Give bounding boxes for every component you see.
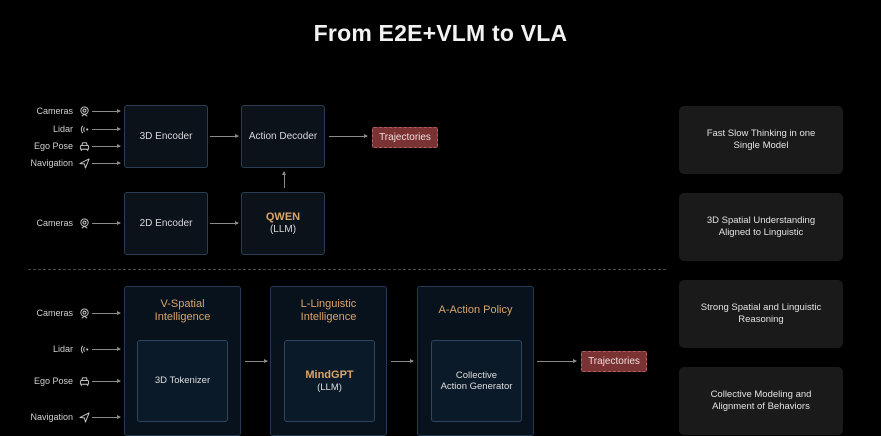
llm-sub: (LLM)	[269, 224, 297, 236]
input-cameras-2d: Cameras	[0, 217, 90, 229]
llm-name: QWEN	[265, 210, 301, 223]
feature-card: Strong Spatial and Linguistic Reasoning	[679, 280, 843, 348]
arrow	[92, 311, 121, 315]
input-label: Lidar	[52, 344, 73, 354]
arrow-up	[282, 171, 286, 188]
camera-icon	[78, 307, 90, 319]
group-title: L-Linguistic Intelligence	[271, 298, 386, 323]
input-lidar-bottom: Lidar	[0, 343, 90, 355]
arrow	[329, 134, 368, 138]
input-cameras-top: Cameras	[0, 105, 90, 117]
camera-icon	[78, 105, 90, 117]
group-title-line: A-Action Policy	[438, 304, 513, 316]
input-label: Navigation	[30, 158, 73, 168]
3d-tokenizer-box: 3D Tokenizer	[137, 340, 228, 422]
lidar-icon	[78, 123, 90, 135]
input-label: Navigation	[30, 412, 73, 422]
arrow	[92, 415, 121, 419]
input-label: Cameras	[36, 218, 73, 228]
input-navigation-bottom: Navigation	[0, 411, 90, 423]
group-title-line: Intelligence	[300, 310, 357, 323]
feature-card: 3D Spatial Understanding Aligned to Ling…	[679, 193, 843, 261]
arrow	[210, 134, 239, 138]
car-icon	[78, 140, 90, 152]
3d-encoder-box: 3D Encoder	[124, 105, 208, 168]
arrow	[537, 359, 577, 363]
input-label: Cameras	[36, 308, 73, 318]
car-icon	[78, 375, 90, 387]
navigation-icon	[78, 157, 90, 169]
qwen-llm-box: QWEN (LLM)	[241, 192, 325, 255]
v-spatial-intelligence-group: V-Spatial Intelligence 3D Tokenizer	[124, 286, 241, 436]
group-title-line: V-Spatial	[160, 298, 205, 310]
inner-line: Action Generator	[440, 381, 513, 392]
arrow	[92, 221, 121, 225]
mindgpt-llm-box: MindGPT (LLM)	[284, 340, 375, 422]
arrow	[391, 359, 414, 363]
input-cameras-bottom: Cameras	[0, 307, 90, 319]
feature-card: Fast Slow Thinking in one Single Model	[679, 106, 843, 174]
navigation-icon	[78, 411, 90, 423]
arrow	[92, 161, 121, 165]
camera-icon	[78, 217, 90, 229]
inner-line: Collective	[455, 369, 498, 381]
input-lidar-top: Lidar	[0, 123, 90, 135]
arrow	[92, 144, 121, 148]
2d-encoder-box: 2D Encoder	[124, 192, 208, 255]
input-label: Cameras	[36, 106, 73, 116]
group-title: V-Spatial Intelligence	[125, 298, 240, 323]
a-action-policy-group: A-Action Policy Collective Action Genera…	[417, 286, 534, 436]
arrow	[245, 359, 268, 363]
input-label: Ego Pose	[33, 376, 73, 386]
section-divider	[28, 269, 666, 270]
l-linguistic-intelligence-group: L-Linguistic Intelligence MindGPT (LLM)	[270, 286, 387, 436]
arrow	[92, 127, 121, 131]
arrow	[92, 347, 121, 351]
collective-action-generator-box: Collective Action Generator	[431, 340, 522, 422]
input-ego-pose-bottom: Ego Pose	[0, 375, 90, 387]
input-label: Lidar	[52, 124, 73, 134]
llm-name: MindGPT	[305, 368, 354, 381]
group-title-line: L-Linguistic	[300, 298, 357, 310]
trajectories-output-bottom: Trajectories	[581, 351, 647, 372]
input-label: Ego Pose	[33, 141, 73, 151]
action-decoder-box: Action Decoder	[241, 105, 325, 168]
input-ego-pose-top: Ego Pose	[0, 140, 90, 152]
arrow	[92, 379, 121, 383]
lidar-icon	[78, 343, 90, 355]
input-navigation-top: Navigation	[0, 157, 90, 169]
llm-sub: (LLM)	[317, 381, 342, 393]
trajectories-output-top: Trajectories	[372, 127, 438, 148]
page-title: From E2E+VLM to VLA	[313, 20, 568, 46]
arrow	[92, 109, 121, 113]
arrow	[210, 221, 239, 225]
group-title: A-Action Policy	[418, 304, 533, 317]
feature-card: Collective Modeling and Alignment of Beh…	[679, 367, 843, 435]
group-title-line: Intelligence	[154, 310, 211, 323]
